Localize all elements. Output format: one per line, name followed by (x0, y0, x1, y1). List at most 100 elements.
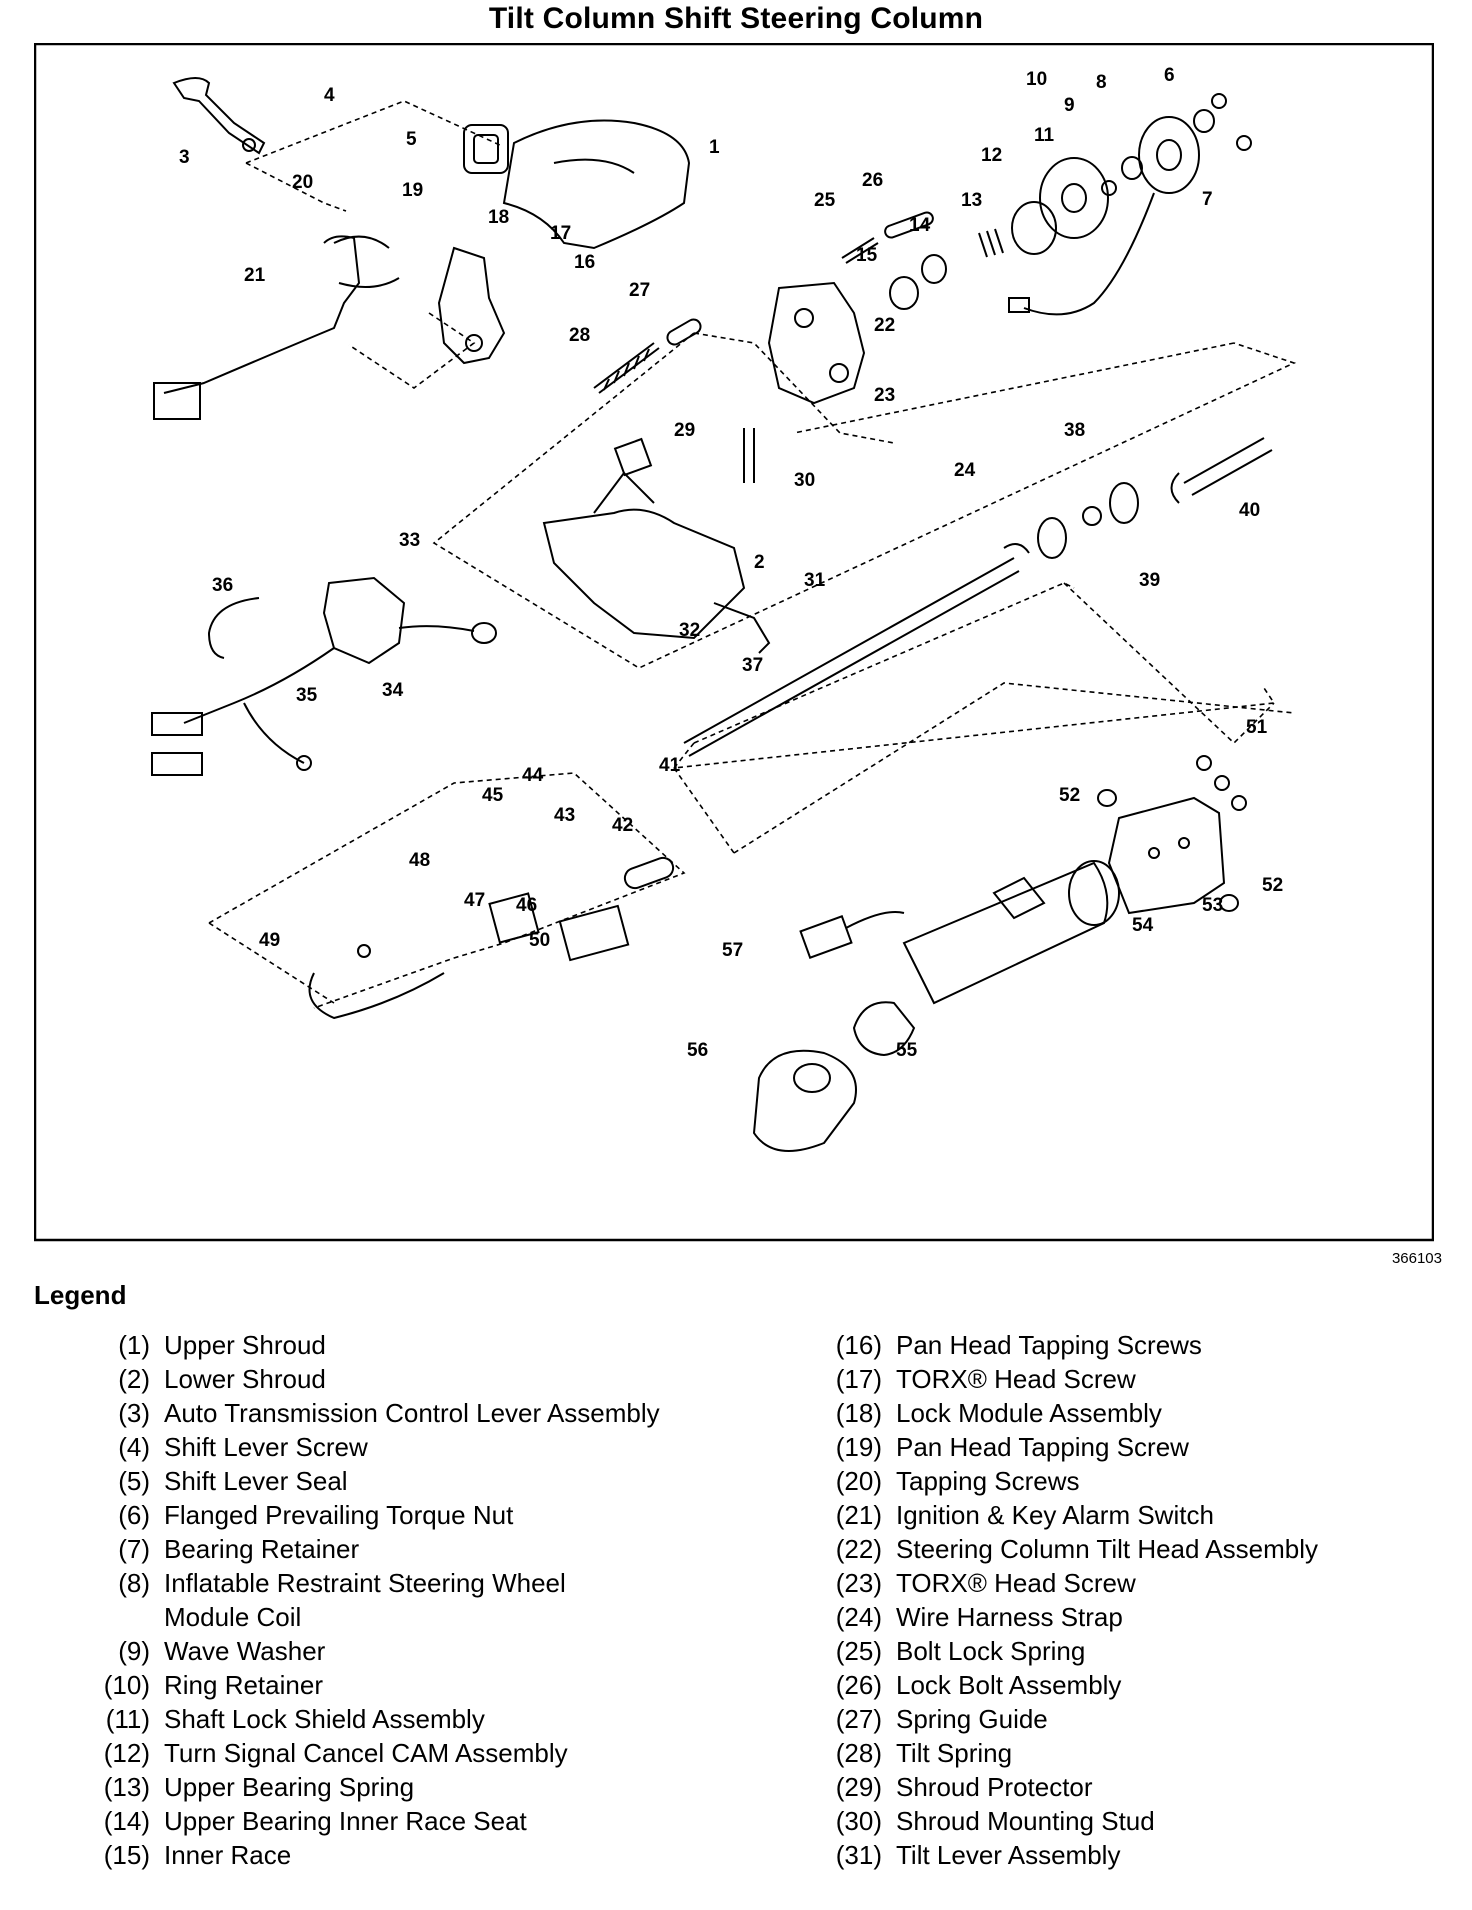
callout-47: 47 (464, 890, 485, 911)
legend-item-number: (26) (835, 1670, 882, 1700)
callout-42: 42 (612, 815, 633, 836)
legend-item-number: (12) (103, 1738, 150, 1768)
callout-22: 22 (874, 315, 895, 336)
callout-37: 37 (742, 655, 763, 676)
callout-27: 27 (629, 280, 650, 301)
callout-21: 21 (244, 265, 266, 286)
legend-item: (5)Shift Lever Seal (76, 1464, 660, 1498)
callout-56: 56 (687, 1040, 708, 1061)
legend-item-label: Ignition & Key Alarm Switch (896, 1500, 1214, 1530)
legend-item-number: (8) (118, 1568, 150, 1598)
callout-3: 3 (179, 147, 190, 168)
callout-12: 12 (981, 145, 1002, 166)
legend-item-label: Bearing Retainer (164, 1534, 360, 1564)
legend-item-label: Upper Bearing Inner Race Seat (164, 1806, 527, 1836)
callout-53: 53 (1202, 895, 1223, 916)
callout-43: 43 (554, 805, 575, 826)
legend-item: (29)Shroud Protector (808, 1770, 1318, 1804)
legend-item: (23)TORX® Head Screw (808, 1566, 1318, 1600)
legend-item: (14) Upper Bearing Inner Race Seat (76, 1804, 660, 1838)
callout-57: 57 (722, 940, 743, 961)
legend-item: (11)Shaft Lock Shield Assembly (76, 1702, 660, 1736)
legend-item-number: (7) (118, 1534, 150, 1564)
legend-item: (30) Shroud Mounting Stud (808, 1804, 1318, 1838)
legend-item-number: (25) (835, 1636, 882, 1666)
callout-50: 50 (529, 930, 550, 951)
legend-item-number: (23) (835, 1568, 882, 1598)
legend-item-label: Inner Race (164, 1840, 292, 1870)
callout-14: 14 (909, 215, 931, 236)
callout-33: 33 (399, 530, 420, 551)
legend-item-label: Shift Lever Seal (164, 1466, 348, 1496)
legend-item-label: Ring Retainer (164, 1670, 323, 1700)
legend-item-label: Pan Head Tapping Screws (896, 1330, 1202, 1360)
legend-item: (13)Upper Bearing Spring (76, 1770, 660, 1804)
legend-item: (9)Wave Washer (76, 1634, 660, 1668)
callout-6: 6 (1164, 65, 1175, 86)
callout-45: 45 (482, 785, 504, 806)
legend-item-label: Turn Signal Cancel CAM Assembly (164, 1738, 568, 1768)
legend-item: (1) Upper Shroud (76, 1328, 660, 1362)
legend-item: (21)Ignition & Key Alarm Switch (808, 1498, 1318, 1532)
legend-item-label: Wire Harness Strap (896, 1602, 1123, 1632)
legend-item-label: Spring Guide (896, 1704, 1048, 1734)
legend-item-number: (28) (835, 1738, 882, 1768)
legend-item: (22)Steering Column Tilt Head Assembly (808, 1532, 1318, 1566)
legend-item-label: Flanged Prevailing Torque Nut (164, 1500, 514, 1530)
callout-15: 15 (856, 245, 878, 266)
callout-1: 1 (709, 137, 720, 158)
callout-28: 28 (569, 325, 590, 346)
legend-item-number: (24) (835, 1602, 882, 1632)
callout-55: 55 (896, 1040, 918, 1061)
legend-item: (16) Pan Head Tapping Screws (808, 1328, 1318, 1362)
legend-item-number: (17) (835, 1364, 882, 1394)
legend-column-right: (16) Pan Head Tapping Screws(17)TORX® Hea… (808, 1328, 1318, 1872)
callout-4: 4 (324, 85, 335, 106)
callout-23: 23 (874, 385, 895, 406)
legend-item: (6) Flanged Prevailing Torque Nut (76, 1498, 660, 1532)
legend-item: (19)Pan Head Tapping Screw (808, 1430, 1318, 1464)
diagram-border (34, 43, 1434, 1242)
callout-46: 46 (516, 895, 537, 916)
callout-52: 52 (1059, 785, 1080, 806)
legend-item: (25)Bolt Lock Spring (808, 1634, 1318, 1668)
legend-item-number: (20) (835, 1466, 882, 1496)
callout-labels: 1234567891011121314151617181920212223242… (179, 65, 1283, 1061)
legend-item: (10)Ring Retainer (76, 1668, 660, 1702)
legend-item-label: Lock Bolt Assembly (896, 1670, 1122, 1700)
legend-item: (18)Lock Module Assembly (808, 1396, 1318, 1430)
legend-item-label: Tilt Spring (896, 1738, 1013, 1768)
diagram-canvas: 1234567891011121314151617181920212223242… (34, 43, 1434, 1242)
legend-heading: Legend (34, 1280, 127, 1310)
legend-item-number: (27) (835, 1704, 882, 1734)
callout-32: 32 (679, 620, 700, 641)
diagram-title: Tilt Column Shift Steering Column (488, 2, 984, 35)
callout-10: 10 (1026, 69, 1047, 90)
legend-item-number: (30) (835, 1806, 882, 1836)
legend-item: (2)Lower Shroud (76, 1362, 660, 1396)
legend-item-number: (19) (835, 1432, 882, 1462)
legend-item-number: (1) (118, 1330, 150, 1360)
legend-item-label: Upper Bearing Spring (164, 1772, 415, 1802)
legend-item-number: (15) (103, 1840, 150, 1870)
legend-item-label: Auto Transmission Control Lever Assembly (164, 1398, 660, 1428)
legend-item: (15) Inner Race (76, 1838, 660, 1872)
callout-49: 49 (259, 930, 280, 951)
callout-18: 18 (488, 207, 509, 228)
legend-item: (28) Tilt Spring (808, 1736, 1318, 1770)
legend-item-label: Shroud Mounting Stud (896, 1806, 1155, 1836)
callout-41: 41 (659, 755, 681, 776)
callout-30: 30 (794, 470, 815, 491)
legend-item-number: (16) (835, 1330, 882, 1360)
legend-item-label: Shift Lever Screw (164, 1432, 368, 1462)
legend-item-label: Lock Module Assembly (896, 1398, 1162, 1428)
legend-item-label: Inflatable Restraint Steering Wheel Modu… (164, 1568, 566, 1632)
callout-11: 11 (1034, 125, 1055, 146)
legend-item-number: (14) (103, 1806, 150, 1836)
legend-item-label: Steering Column Tilt Head Assembly (896, 1534, 1318, 1564)
legend-item: (26) Lock Bolt Assembly (808, 1668, 1318, 1702)
legend-item: (17)TORX® Head Screw (808, 1362, 1318, 1396)
legend-item-label: Upper Shroud (164, 1330, 326, 1360)
legend-item-number: (6) (118, 1500, 150, 1530)
